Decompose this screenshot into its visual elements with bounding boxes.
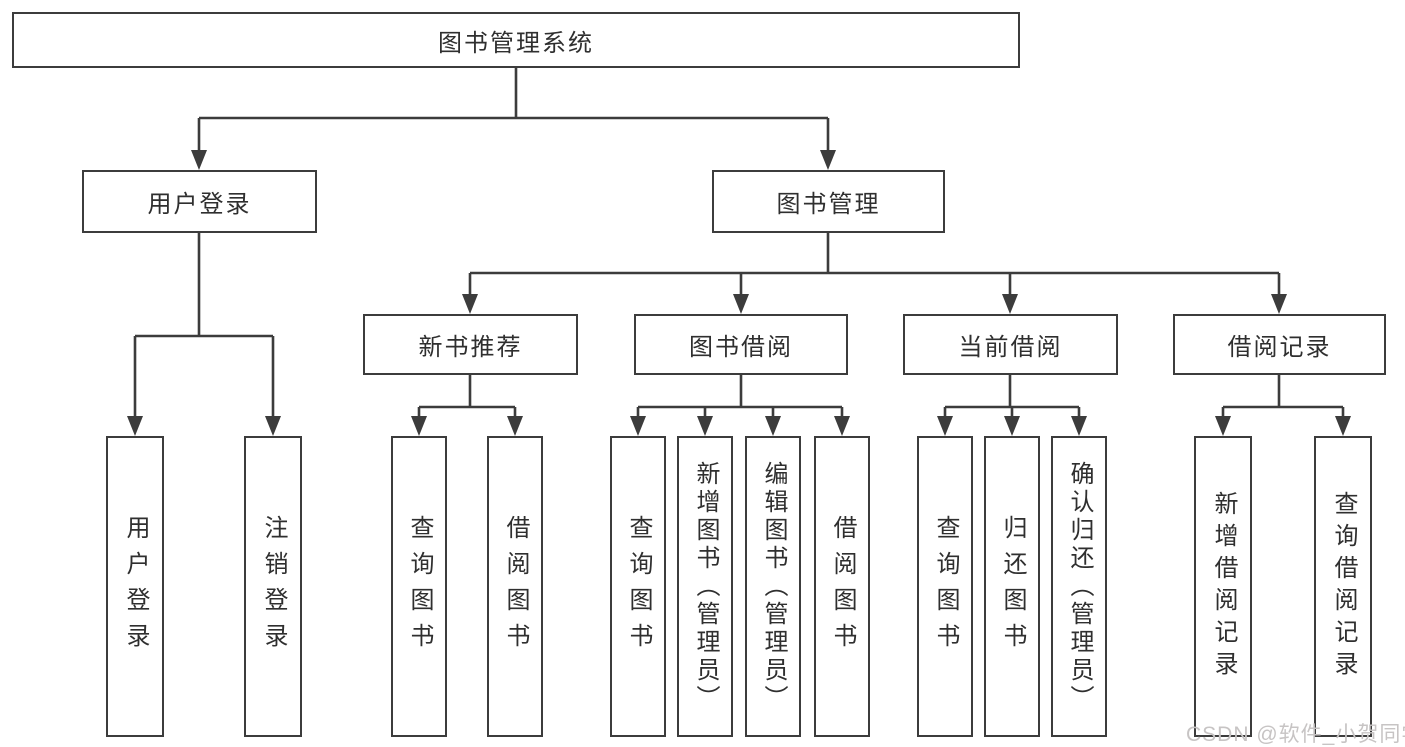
node-label: 新增借阅记录 — [1210, 490, 1237, 683]
leaf-edit-books-admin: 编辑图书（管理员） — [745, 436, 801, 737]
arrow-icon — [697, 416, 713, 436]
node-borrow-records: 借阅记录 — [1173, 314, 1386, 375]
connector-borrow-records-children — [1215, 375, 1351, 436]
connector-current-borrow-children — [937, 375, 1087, 436]
leaf-return-books: 归还图书 — [984, 436, 1040, 737]
arrow-icon — [820, 150, 836, 170]
node-label: 归还图书 — [999, 514, 1026, 659]
node-label: 查询图书 — [932, 514, 959, 659]
node-label: 用户登录 — [147, 191, 252, 218]
connector-user-login-children — [127, 233, 281, 436]
node-label: 借阅记录 — [1227, 334, 1332, 361]
leaf-logout: 注销登录 — [244, 436, 302, 737]
csdn-watermark: CSDN @软件_小贺同学 — [1186, 723, 1405, 746]
connector-book-management-children — [462, 233, 1287, 314]
node-label: 查询图书 — [406, 514, 433, 659]
leaf-borrow-books: 借阅图书 — [814, 436, 870, 737]
leaf-user-login: 用户登录 — [106, 436, 164, 737]
node-user-login: 用户登录 — [82, 170, 317, 233]
arrow-icon — [630, 416, 646, 436]
leaf-add-borrow-record: 新增借阅记录 — [1194, 436, 1252, 737]
arrow-icon — [265, 416, 281, 436]
node-label: 编辑图书（管理员） — [760, 460, 787, 713]
arrow-icon — [507, 416, 523, 436]
arrow-icon — [733, 294, 749, 314]
arrow-icon — [191, 150, 207, 170]
arrow-icon — [1271, 294, 1287, 314]
node-label: 当前借阅 — [958, 334, 1063, 361]
arrow-icon — [834, 416, 850, 436]
node-label: 用户登录 — [122, 514, 149, 659]
node-label: 图书借阅 — [689, 334, 793, 361]
arrow-icon — [411, 416, 427, 436]
node-root-library-system: 图书管理系统 — [12, 12, 1020, 68]
connector-book-borrow-children — [630, 375, 850, 436]
arrow-icon — [462, 294, 478, 314]
node-label: 图书管理 — [776, 191, 881, 218]
node-label: 新增图书（管理员） — [692, 460, 719, 713]
arrow-icon — [1004, 416, 1020, 436]
node-book-management: 图书管理 — [712, 170, 945, 233]
node-label: 注销登录 — [260, 514, 287, 659]
leaf-query-borrow-record: 查询借阅记录 — [1314, 436, 1372, 737]
node-label: 查询借阅记录 — [1330, 490, 1357, 683]
node-current-borrow: 当前借阅 — [903, 314, 1118, 375]
arrow-icon — [1215, 416, 1231, 436]
arrow-icon — [765, 416, 781, 436]
leaf-recommend-borrow-books: 借阅图书 — [487, 436, 543, 737]
node-book-borrow: 图书借阅 — [634, 314, 848, 375]
leaf-recommend-query-books: 查询图书 — [391, 436, 447, 737]
leaf-borrow-query-books: 查询图书 — [610, 436, 666, 737]
connector-root-to-level2 — [191, 68, 836, 170]
arrow-icon — [1335, 416, 1351, 436]
node-label: 确认归还（管理员） — [1066, 460, 1093, 713]
node-new-book-recommend: 新书推荐 — [363, 314, 578, 375]
arrow-icon — [127, 416, 143, 436]
node-label: 新书推荐 — [418, 334, 523, 361]
arrow-icon — [937, 416, 953, 436]
connector-new-book-recommend-children — [411, 375, 523, 436]
node-label: 借阅图书 — [502, 514, 529, 659]
leaf-current-query-books: 查询图书 — [917, 436, 973, 737]
leaf-add-books-admin: 新增图书（管理员） — [677, 436, 733, 737]
node-label: 借阅图书 — [829, 514, 856, 659]
node-label: 查询图书 — [625, 514, 652, 659]
arrow-icon — [1071, 416, 1087, 436]
leaf-confirm-return-admin: 确认归还（管理员） — [1051, 436, 1107, 737]
arrow-icon — [1002, 294, 1018, 314]
node-label: 图书管理系统 — [438, 29, 594, 57]
